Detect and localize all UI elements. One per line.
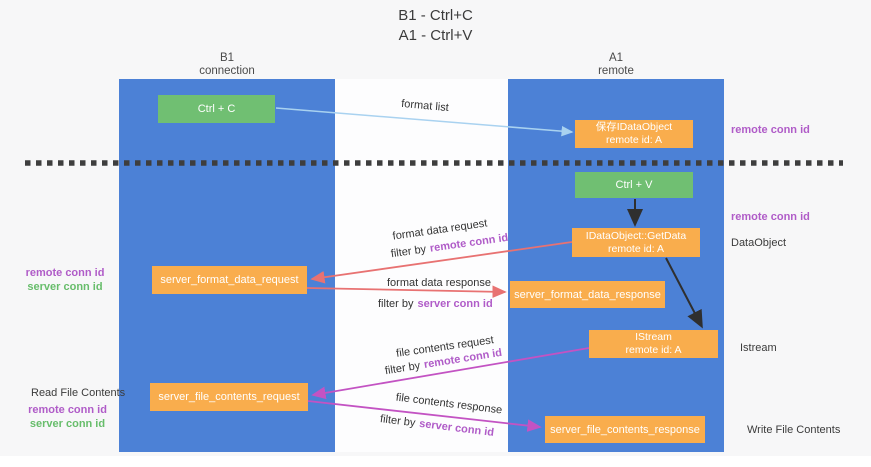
server-conn-id-text: server conn id	[417, 298, 493, 310]
save-idataobject-line1: 保存IDataObject	[595, 121, 673, 133]
label-dataobject: DataObject	[731, 237, 787, 249]
node-idataobject-getdata: IDataObject::GetData remote id: A	[572, 228, 700, 257]
getdata-line2: remote id: A	[607, 242, 665, 255]
node-ctrl-v: Ctrl + V	[575, 172, 693, 198]
node-server-file-contents-response: server_file_contents_response	[545, 416, 705, 443]
ctrl-c-label: Ctrl + C	[197, 103, 236, 115]
server-file-contents-request-label: server_file_contents_request	[158, 391, 300, 403]
getdata-line1: IDataObject::GetData	[585, 229, 687, 242]
label-group-file-conn-ids: remote conn id server conn id	[20, 404, 115, 431]
node-istream: IStream remote id: A	[589, 330, 718, 358]
lane-b1-subtitle: connection	[199, 65, 255, 77]
lane-b1-title: B1	[219, 52, 235, 64]
lane-a1-subtitle: remote	[598, 65, 634, 77]
label-istream: Istream	[740, 342, 777, 354]
label-group-format-conn-ids: remote conn id server conn id	[16, 267, 114, 294]
label-remote-conn-id-file: remote conn id	[28, 404, 107, 416]
filter-by-text: filter by	[378, 298, 414, 310]
server-format-data-response-label: server_format_data_response	[514, 288, 661, 301]
istream-line2: remote id: A	[625, 344, 682, 356]
label-remote-conn-id-getdata: remote conn id	[731, 211, 810, 223]
title-line-2: A1 - Ctrl+V	[398, 27, 473, 44]
lane-a1-title: A1	[608, 52, 624, 64]
node-server-format-data-request: server_format_data_request	[152, 266, 307, 294]
lane-header-b1: B1 connection	[119, 52, 335, 78]
istream-line1: IStream	[635, 331, 672, 343]
server-file-contents-response-label: server_file_contents_response	[550, 423, 700, 436]
lane-header-a1: A1 remote	[508, 52, 724, 78]
diagram-title: B1 - Ctrl+C A1 - Ctrl+V	[0, 6, 871, 46]
node-ctrl-c: Ctrl + C	[158, 95, 275, 123]
save-idataobject-line2: remote id: A	[605, 134, 663, 146]
server-format-data-request-label: server_format_data_request	[160, 274, 299, 286]
ctrl-v-label: Ctrl + V	[615, 179, 653, 191]
label-write-file-contents: Write File Contents	[747, 424, 841, 436]
bottom-strip	[0, 456, 871, 467]
node-server-format-data-response: server_format_data_response	[510, 281, 665, 308]
node-server-file-contents-request: server_file_contents_request	[150, 383, 308, 411]
label-server-conn-id-file: server conn id	[29, 417, 106, 430]
title-line-1: B1 - Ctrl+C	[398, 7, 473, 24]
node-save-idataobject: 保存IDataObject remote id: A	[575, 120, 693, 148]
label-read-file-contents: Read File Contents	[31, 387, 126, 399]
label-server-conn-id-format: server conn id	[27, 280, 103, 293]
edge-label-format-data-response: format data response	[387, 277, 491, 289]
label-remote-conn-id-format: remote conn id	[25, 267, 105, 279]
label-remote-conn-id-save: remote conn id	[731, 124, 810, 136]
